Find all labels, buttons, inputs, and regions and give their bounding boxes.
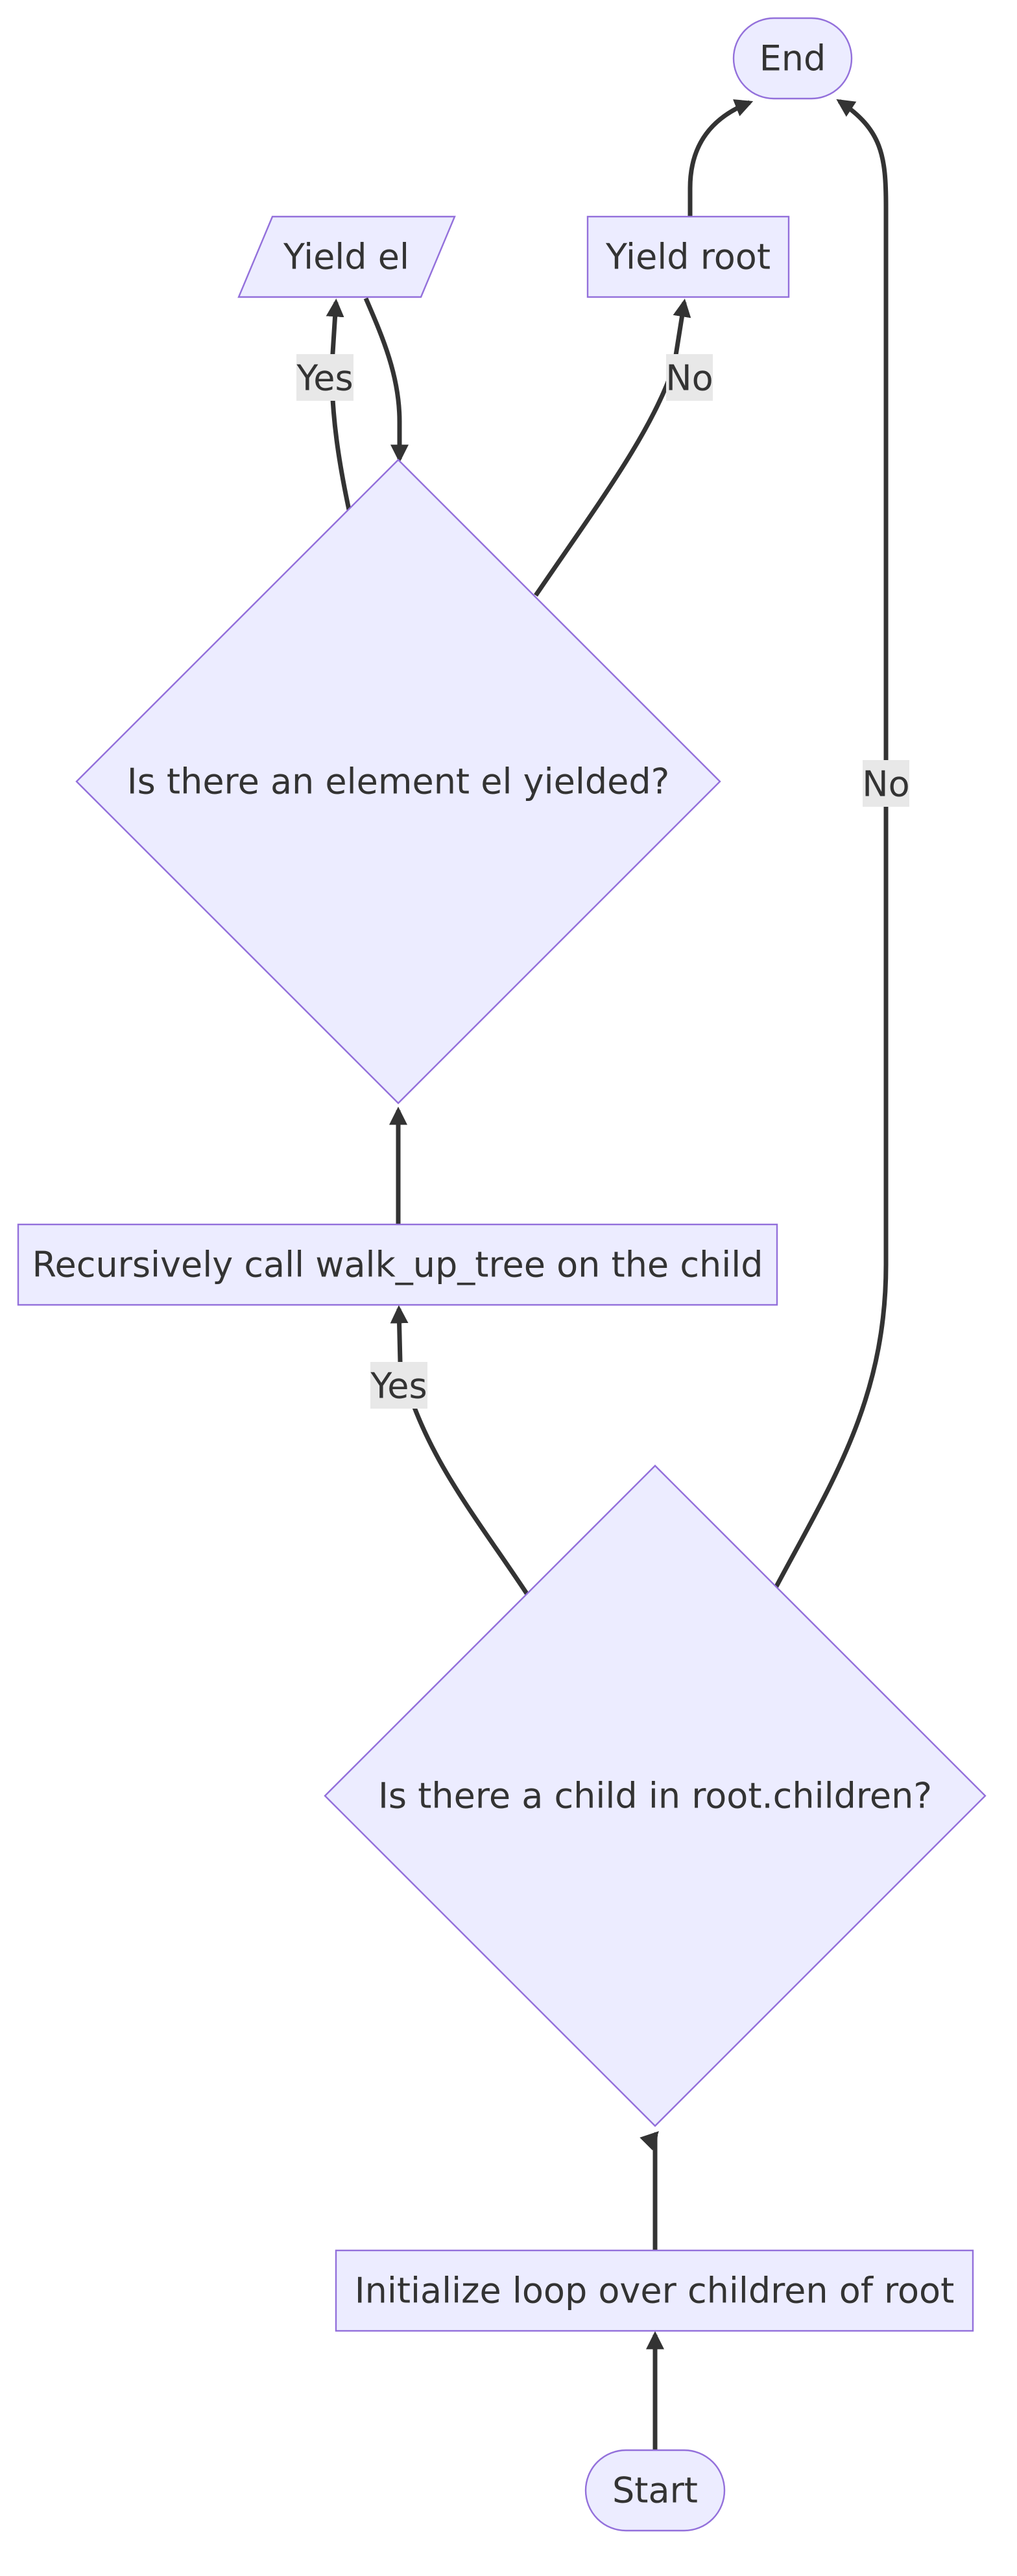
edge-label-child-no: No (862, 760, 910, 807)
svg-text:Recursively call walk_up_tree: Recursively call walk_up_tree on the chi… (32, 1245, 763, 1285)
svg-text:Is there a child in root.child: Is there a child in root.children? (378, 1776, 932, 1817)
svg-text:Start: Start (612, 2470, 698, 2511)
svg-text:Yes: Yes (296, 358, 353, 399)
recursive-call-process: Recursively call walk_up_tree on the chi… (17, 1223, 778, 1306)
yield-el-output: Yield el (237, 215, 456, 298)
yield-root-process: Yield root (586, 215, 790, 298)
svg-text:No: No (665, 358, 713, 399)
edge-label-element-yes: Yes (296, 354, 353, 401)
edge-init-to-child-decision (640, 2131, 659, 2250)
start-terminal: Start (584, 2449, 726, 2532)
edge-element-decision-no (534, 298, 691, 597)
svg-text:Yield el: Yield el (283, 237, 409, 278)
edge-child-decision-no (773, 99, 889, 1589)
edge-label-child-yes: Yes (370, 1362, 427, 1409)
end-terminal: End (732, 17, 853, 100)
svg-text:Is there an element el yielded: Is there an element el yielded? (127, 761, 670, 802)
nodes: End Yield el Yield root Is there an elem… (17, 17, 987, 2532)
edge-labels: Yes No Yes No (296, 354, 910, 1409)
edge-yield-root-to-end (688, 99, 754, 217)
edge-label-element-no: No (665, 354, 713, 401)
init-loop-process: Initialize loop over children of root (335, 2249, 974, 2332)
element-yielded-decision: Is there an element el yielded? (75, 459, 721, 1104)
svg-text:Yield root: Yield root (605, 237, 771, 278)
svg-text:End: End (760, 38, 826, 79)
child-exists-decision: Is there a child in root.children? (324, 1464, 987, 2127)
edge-element-decision-yes (326, 298, 352, 510)
svg-text:No: No (862, 764, 909, 805)
edge-child-decision-yes (390, 1305, 530, 1597)
edge-yield-el-to-element-decision (363, 297, 409, 463)
svg-text:Yes: Yes (370, 1366, 427, 1407)
svg-text:Initialize loop over children: Initialize loop over children of root (355, 2271, 955, 2311)
edges (326, 99, 889, 2459)
